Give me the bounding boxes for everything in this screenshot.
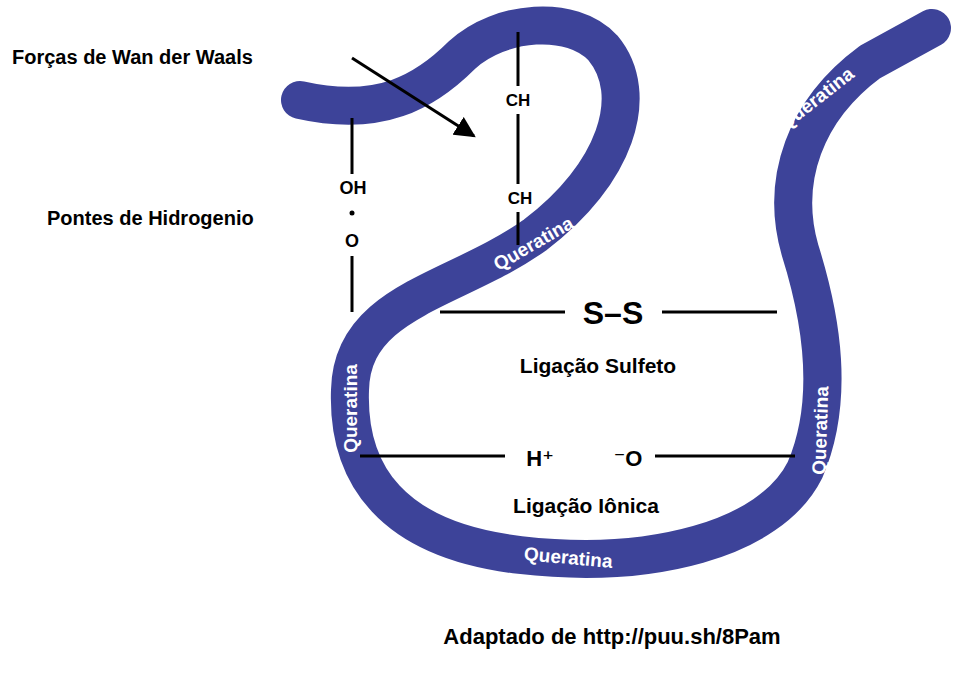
bond-line [351, 256, 354, 312]
bond-line [655, 455, 795, 458]
bond-label: Ligação Iônica [513, 495, 659, 516]
keratin-strand [300, 25, 932, 558]
leader-arrow [352, 58, 474, 136]
bond-label: ⁻O [614, 448, 643, 470]
strand-label: Queratina [809, 385, 831, 474]
bond-label: H⁺ [526, 448, 554, 470]
bond-label: S–S [583, 297, 643, 329]
bond-label: Pontes de Hidrogenio [47, 208, 254, 228]
bond-label: CH [506, 92, 531, 109]
strand-label: Queratina [340, 364, 359, 453]
bond-label: Forças de Wan der Waals [12, 47, 253, 67]
bond-line [360, 455, 505, 458]
bond-label: O [345, 232, 359, 250]
bond-line [351, 118, 354, 174]
bond-line [440, 311, 565, 314]
bond-label: Ligação Sulfeto [520, 355, 676, 376]
bond-line [517, 32, 520, 86]
bond-label: CH [508, 190, 533, 207]
bond-line [517, 114, 520, 184]
bond-line [662, 311, 777, 314]
bond-label: OH [340, 179, 367, 197]
source-caption: Adaptado de http://puu.sh/8Pam [443, 626, 780, 648]
hydrogen-bond-dot [350, 211, 355, 216]
